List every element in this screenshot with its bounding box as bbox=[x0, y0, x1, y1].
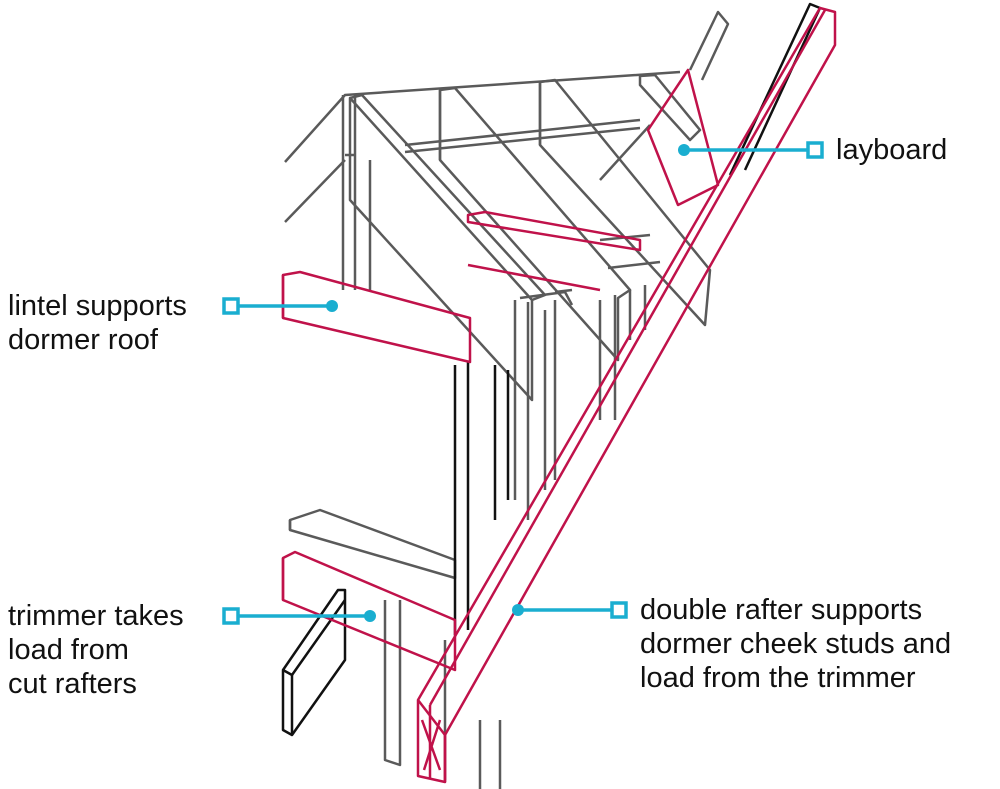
label-lintel: lintel supports dormer roof bbox=[8, 290, 187, 356]
existing-framing bbox=[284, 10, 730, 789]
black-outline-members bbox=[281, 2, 822, 737]
layboard-member bbox=[646, 68, 720, 207]
callout-lintel bbox=[222, 297, 338, 315]
highlighted-members bbox=[281, 6, 837, 784]
label-layboard: layboard bbox=[836, 134, 948, 166]
label-trimmer: trimmer takes load from cut rafters bbox=[8, 600, 184, 700]
double-rafter-member bbox=[416, 6, 837, 784]
callout-double-rafter bbox=[512, 601, 628, 619]
callout-layboard bbox=[678, 141, 824, 159]
callout-trimmer bbox=[222, 607, 376, 625]
callouts bbox=[222, 141, 824, 625]
label-double-rafter: double rafter supports dormer cheek stud… bbox=[640, 594, 952, 694]
lintel-member bbox=[281, 270, 472, 364]
